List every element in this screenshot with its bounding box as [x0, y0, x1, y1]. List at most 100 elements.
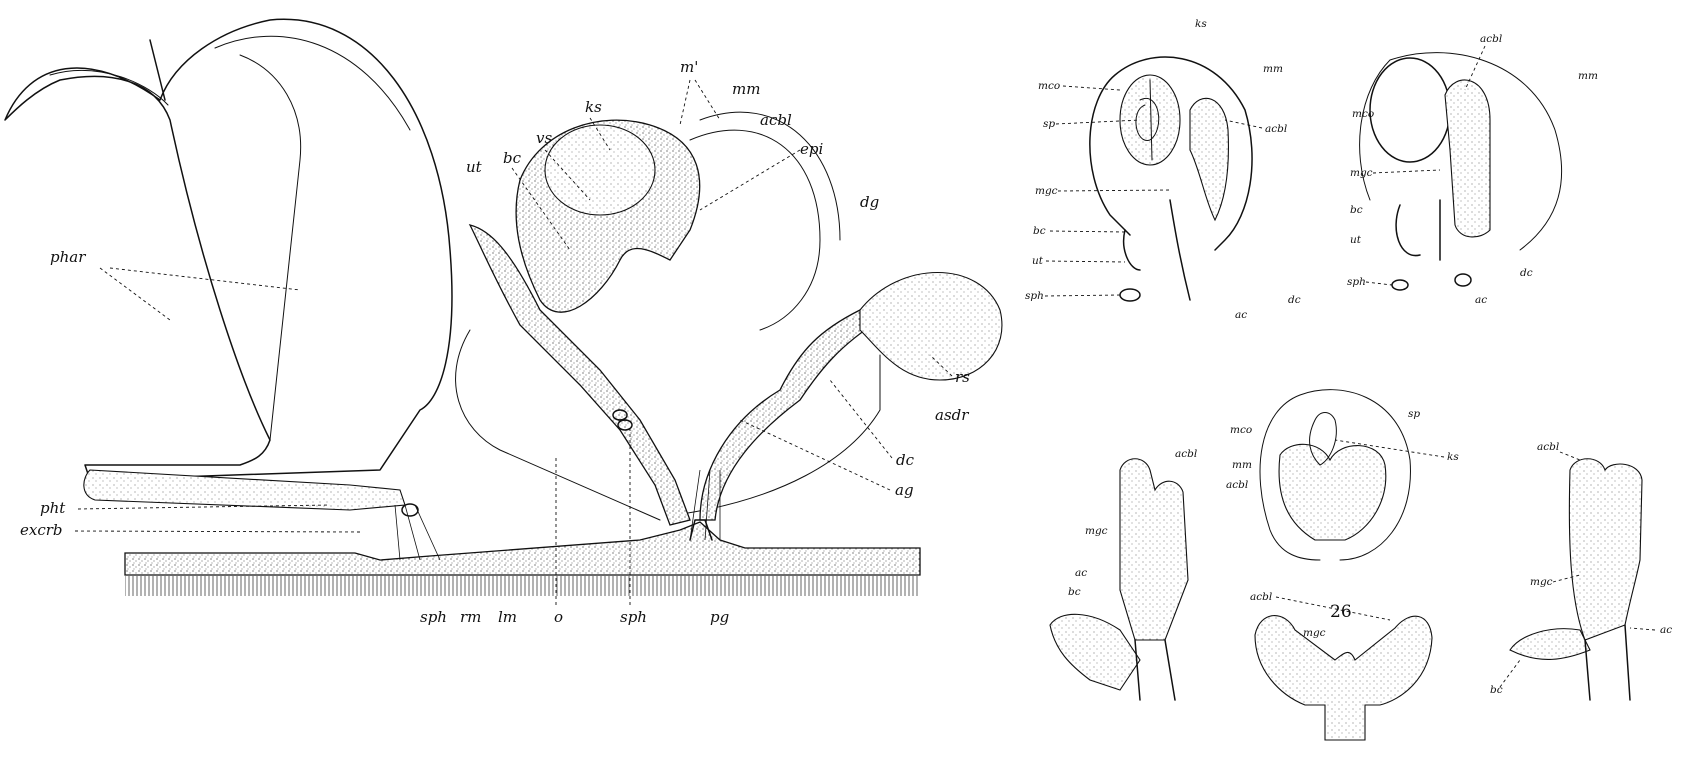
fig-f	[1509, 458, 1643, 701]
fig-c-label-mgc: mgc	[1085, 525, 1108, 537]
fig-b-label-ac: ac	[1475, 294, 1487, 306]
label-m-prime: m'	[680, 58, 698, 76]
fig-b	[1359, 52, 1562, 291]
fig-a	[1089, 56, 1253, 302]
main-figure-labels: phar pht excrb sph rm lm o sph pg ag dc …	[20, 58, 970, 626]
fig-b-label-mm: mm	[1578, 70, 1598, 82]
fig-d-label-ks: ks	[1447, 451, 1459, 463]
label-bc: bc	[503, 149, 522, 167]
label-phar: phar	[50, 248, 86, 266]
fig-a-labels: ks mm mco sp acbl mgc bc ut sph ac dc	[1025, 18, 1301, 321]
label-dg: dg	[860, 193, 879, 211]
fig-d-acbl	[1278, 443, 1387, 541]
seminal-vesicle	[544, 124, 656, 216]
label-vs: vs	[536, 129, 552, 147]
fig-a-label-acbl: acbl	[1265, 123, 1287, 135]
fig-b-label-mco: mco	[1352, 108, 1374, 120]
fig-a-label-sp: sp	[1043, 118, 1055, 130]
pharynx-inner	[49, 35, 411, 441]
label-mm: mm	[732, 80, 760, 98]
fig-a-duct	[1123, 199, 1191, 301]
fig-d-outline	[1259, 389, 1411, 561]
label-epi: epi	[800, 140, 823, 158]
fig-a-label-dc: dc	[1288, 294, 1301, 306]
fig-a-mco	[1119, 74, 1181, 166]
fig-a-outline	[1089, 56, 1253, 251]
label-sph-1: sph	[420, 608, 447, 626]
genital-pore	[689, 519, 713, 541]
fig-b-outline	[1359, 52, 1562, 251]
fig-d-label-mco: mco	[1230, 424, 1252, 436]
fig-d-label-acbl: acbl	[1226, 479, 1248, 491]
fig-a-label-ac: ac	[1235, 309, 1247, 321]
fig-d-label-mm: mm	[1232, 459, 1252, 471]
label-pht: pht	[40, 499, 66, 517]
fig-b-ac	[1454, 273, 1472, 287]
fig-b-label-dc: dc	[1520, 267, 1533, 279]
fig-a-sp-whorl	[1135, 79, 1160, 161]
fig-b-acbl	[1444, 79, 1491, 238]
fig-c-bc	[1049, 613, 1141, 691]
fig-c-lobes	[1119, 458, 1189, 641]
fig-e-labels: 26 acbl mgc	[1250, 591, 1391, 639]
fig-f-label-acbl: acbl	[1537, 441, 1559, 453]
figure-number: 26	[1330, 602, 1352, 622]
label-sph-2: sph	[620, 608, 647, 626]
fig-b-labels: acbl mm mco mgc bc ut sph ac dc	[1347, 33, 1598, 306]
fig-d-ks	[1309, 412, 1337, 466]
label-ut: ut	[466, 158, 483, 176]
fig-b-label-mgc: mgc	[1350, 167, 1373, 179]
fig-a-acbl	[1189, 97, 1229, 222]
label-ag: ag	[895, 481, 914, 499]
fig-f-lobes	[1568, 458, 1643, 641]
fig-a-label-sph: sph	[1025, 290, 1044, 302]
fig-c-label-ac: ac	[1075, 567, 1087, 579]
fig-d-labels: sp mco mm ks acbl	[1226, 408, 1459, 491]
muscle-fibres	[394, 469, 721, 561]
fig-c-label-bc: bc	[1068, 586, 1081, 598]
fig-c	[1049, 458, 1189, 701]
female-duct	[699, 309, 882, 521]
fig-d-label-sp: sp	[1408, 408, 1420, 420]
fig-a-label-mgc: mgc	[1035, 185, 1058, 197]
fig-a-label-bc: bc	[1033, 225, 1046, 237]
fig-c-label-acbl: acbl	[1175, 448, 1197, 460]
fig-a-label-ks: ks	[1195, 18, 1207, 30]
uterus-duct	[468, 224, 691, 526]
fig-f-label-mgc: mgc	[1530, 576, 1553, 588]
ventral-cilia	[125, 576, 920, 596]
body-wall	[124, 521, 921, 576]
label-excrb: excrb	[20, 521, 63, 539]
fig-f-labels: acbl mgc ac bc	[1490, 441, 1672, 696]
fig-b-label-bc: bc	[1350, 204, 1363, 216]
fig-e	[1254, 615, 1433, 741]
label-asdr: asdr	[935, 406, 969, 424]
fig-f-stalk	[1584, 624, 1631, 701]
label-rm: rm	[460, 608, 481, 626]
fig-f-label-ac: ac	[1660, 624, 1672, 636]
sphincter-main	[401, 409, 633, 517]
fig-b-sph	[1391, 279, 1409, 291]
fig-f-label-bc: bc	[1490, 684, 1503, 696]
label-lm: lm	[498, 608, 517, 626]
pharynx-outline	[4, 18, 453, 481]
label-pg: pg	[710, 608, 729, 626]
pharynx-stalk	[149, 39, 166, 101]
fig-d	[1259, 389, 1411, 561]
fig-e-label-mgc: mgc	[1303, 627, 1326, 639]
fig-b-mco	[1369, 57, 1451, 163]
label-acbl: acbl	[760, 111, 792, 129]
fig-c-labels: acbl mgc ac bc	[1068, 448, 1197, 598]
fig-b-label-acbl: acbl	[1480, 33, 1502, 45]
fig-f-bc	[1509, 628, 1591, 660]
fig-b-label-ut: ut	[1350, 234, 1362, 246]
ejaculatory-loop	[689, 111, 841, 331]
label-ks: ks	[585, 98, 602, 116]
fig-b-duct	[1395, 199, 1441, 261]
fig-e-lobes	[1254, 615, 1433, 741]
fig-a-label-ut: ut	[1032, 255, 1044, 267]
fig-e-label-acbl: acbl	[1250, 591, 1272, 603]
fig-a-label-mco: mco	[1038, 80, 1060, 92]
fig-a-label-mm: mm	[1263, 63, 1283, 75]
